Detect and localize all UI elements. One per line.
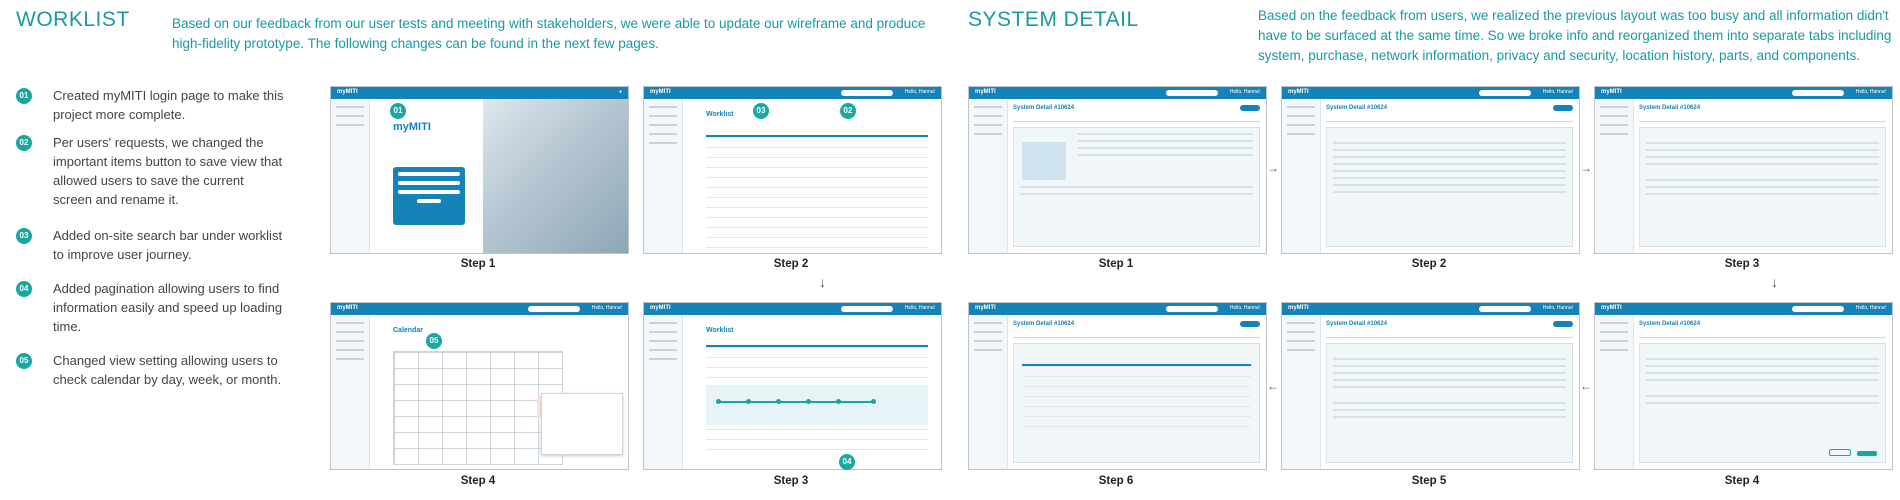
user-greeting: Hello, Hanna! (1229, 89, 1260, 95)
app-logo: myMITI (975, 89, 996, 95)
worklist-screenshot: myMITI Hello, Hanna! Worklist (643, 86, 942, 254)
step-marker: 02 (840, 103, 856, 119)
step-badge: 02 (16, 135, 32, 151)
arrow-down-icon: ↓ (1771, 274, 1778, 290)
step-marker: 03 (753, 103, 769, 119)
step-marker: 05 (426, 333, 442, 349)
search-input (1479, 306, 1531, 312)
user-greeting: Hello, Hanna! (591, 305, 622, 311)
step-label: Step 3 (773, 475, 809, 487)
arrow-down-icon: ↓ (819, 274, 826, 290)
user-greeting: Hello, Hanna! (1855, 89, 1886, 95)
screen-title: Worklist (706, 111, 734, 118)
app-logo: myMITI (337, 89, 358, 95)
step-marker: 04 (839, 454, 855, 470)
system-detail-screenshot: myMITI Hello, Hanna! System Detail #10624 (1594, 302, 1893, 470)
search-input (1792, 90, 1844, 96)
user-greeting: Hello, Hanna! (1542, 89, 1573, 95)
calendar-screenshot: myMITI Hello, Hanna! Calendar (330, 302, 629, 470)
app-logo: myMITI (1288, 305, 1309, 311)
system-detail-screenshot: myMITI Hello, Hanna! System Detail #10624 (968, 302, 1267, 470)
user-greeting: Hello, Hanna! (904, 89, 935, 95)
step-label: Step 5 (1411, 475, 1447, 487)
arrow-right-icon: → (1580, 161, 1592, 175)
screen-title: myMITI (393, 121, 431, 133)
device-image (1022, 142, 1066, 180)
step-label: Step 2 (1411, 258, 1447, 270)
search-input (1166, 306, 1218, 312)
step-label: Step 6 (1098, 475, 1134, 487)
step-label: Step 3 (1724, 258, 1760, 270)
arrow-left-icon: ← (1267, 379, 1279, 393)
system-detail-heading: SYSTEM DETAIL (968, 8, 1139, 31)
search-input (841, 306, 893, 312)
screen-title: System Detail #10624 (1013, 321, 1075, 327)
screen-title: System Detail #10624 (1013, 105, 1075, 111)
system-detail-screenshot: myMITI Hello, Hanna! System Detail #10624 (1281, 302, 1580, 470)
list-item-text: Per users' requests, we changed the impo… (53, 135, 283, 207)
worklist-heading: WORKLIST (16, 8, 130, 31)
arrow-right-icon: → (1267, 161, 1279, 175)
parts-table (1022, 364, 1251, 436)
login-screenshot: myMITI ● myMITI (330, 86, 629, 254)
system-detail-screenshot: myMITI Hello, Hanna! System Detail #10624 (1594, 86, 1893, 254)
app-logo: myMITI (1601, 89, 1622, 95)
worklist-table (706, 135, 928, 249)
search-input (841, 90, 893, 96)
search-input (1792, 306, 1844, 312)
step-label: Step 1 (460, 258, 496, 270)
worklist-table (706, 345, 928, 381)
screen-title: System Detail #10624 (1326, 321, 1388, 327)
worklist-screenshot: myMITI Hello, Hanna! Worklist (643, 302, 942, 470)
system-detail-intro: Based on the feedback from users, we rea… (1258, 8, 1892, 63)
search-input (1479, 90, 1531, 96)
screen-title: Calendar (393, 327, 423, 334)
system-detail-screenshot: myMITI Hello, Hanna! System Detail #10624 (968, 86, 1267, 254)
screen-title: System Detail #10624 (1639, 321, 1701, 327)
step-badge: 05 (16, 353, 32, 369)
system-detail-screenshot: myMITI Hello, Hanna! System Detail #10624 (1281, 86, 1580, 254)
step-badge: 04 (16, 281, 32, 297)
step-badge: 01 (16, 88, 32, 104)
step-label: Step 1 (1098, 258, 1134, 270)
doctor-photo (483, 99, 628, 253)
user-greeting: Hello, Hanna! (1229, 305, 1260, 311)
calendar-grid (393, 351, 563, 465)
step-label: Step 4 (1724, 475, 1760, 487)
login-form (393, 167, 465, 225)
list-item-text: Added on-site search bar under worklist … (53, 228, 283, 262)
list-item-text: Created myMITI login page to make this p… (53, 88, 284, 122)
app-logo: myMITI (650, 305, 671, 311)
app-logo: myMITI (975, 305, 996, 311)
worklist-intro: Based on our feedback from our user test… (172, 16, 926, 51)
app-logo: myMITI (650, 89, 671, 95)
app-logo: myMITI (1288, 89, 1309, 95)
user-greeting: Hello, Hanna! (1855, 305, 1886, 311)
search-input (1166, 90, 1218, 96)
screen-title: System Detail #10624 (1326, 105, 1388, 111)
step-marker: 01 (390, 103, 406, 119)
user-greeting: Hello, Hanna! (904, 305, 935, 311)
expanded-row (706, 385, 928, 425)
list-item-text: Added pagination allowing users to find … (53, 281, 283, 334)
arrow-left-icon: ← (1580, 379, 1592, 393)
screen-title: System Detail #10624 (1639, 105, 1701, 111)
search-input (528, 306, 580, 312)
app-logo: myMITI (337, 305, 358, 311)
step-label: Step 4 (460, 475, 496, 487)
step-badge: 03 (16, 228, 32, 244)
event-popover (541, 393, 623, 455)
list-item-text: Changed view setting allowing users to c… (53, 353, 282, 387)
screen-title: Worklist (706, 327, 734, 334)
app-logo: myMITI (1601, 305, 1622, 311)
user-greeting: Hello, Hanna! (1542, 305, 1573, 311)
user-avatar-icon: ● (618, 89, 622, 95)
step-label: Step 2 (773, 258, 809, 270)
